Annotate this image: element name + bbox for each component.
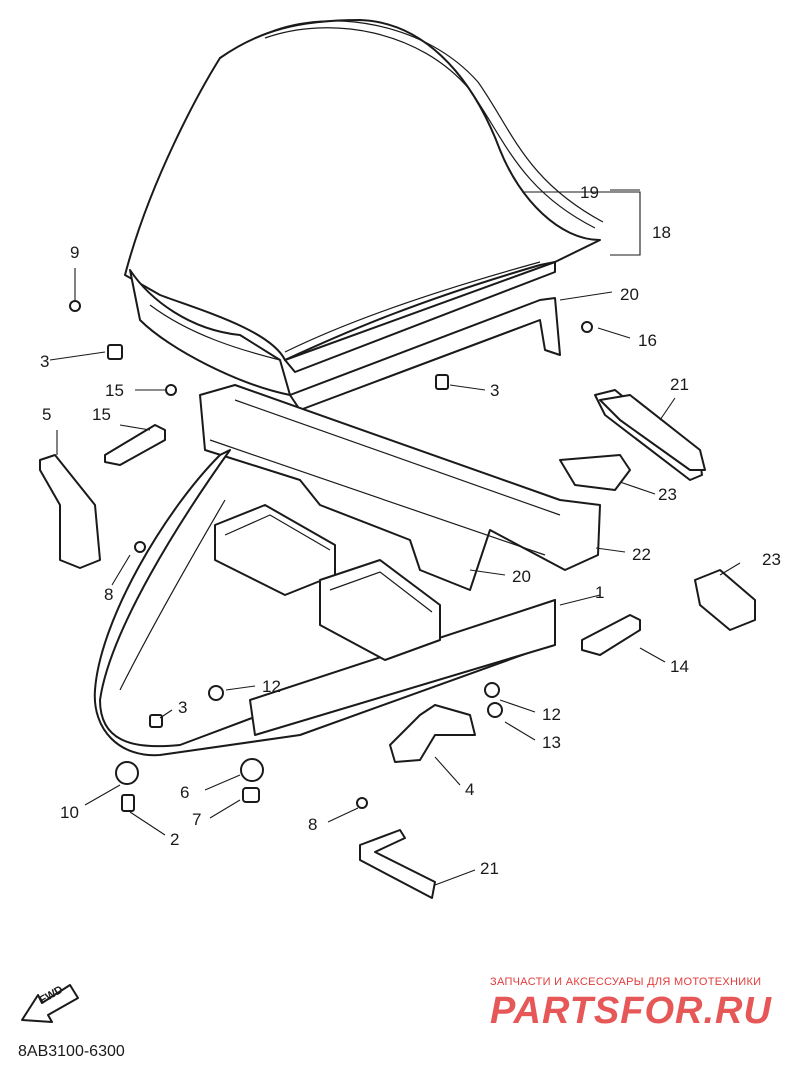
undercowl (93, 449, 556, 757)
callout-11: 12 (542, 705, 561, 724)
callout-9: 9 (70, 243, 79, 262)
leader-lines (49, 189, 741, 886)
callout-12-a: 12 (262, 677, 281, 696)
callout-23-a: 23 (658, 485, 677, 504)
callout-10: 10 (60, 803, 79, 822)
callout-21: 21 (480, 859, 499, 878)
callout-16: 18 (652, 223, 671, 242)
callout-18: 20 (620, 285, 639, 304)
instrument-assembly (214, 504, 441, 661)
callout-3-a: 3 (40, 352, 49, 371)
cowling-frame (129, 269, 291, 396)
watermark-brand: PARTSFOR.RU (490, 990, 772, 1032)
callout-12-b: 13 (542, 733, 561, 752)
callout-1: 1 (595, 583, 604, 602)
fwd-arrow-icon: FWD (21, 984, 79, 1023)
watermark-tagline: ЗАПЧАСТИ И АКСЕССУАРЫ ДЛЯ МОТОТЕХНИКИ (490, 976, 762, 988)
callout-19: 21 (670, 375, 689, 394)
callout-20: 20 (512, 567, 531, 586)
callout-17: 19 (580, 183, 599, 202)
windshield (124, 19, 604, 361)
callout-15-b: 15 (105, 381, 124, 400)
brackets (39, 389, 756, 899)
callout-23-b: 23 (762, 550, 781, 569)
callout-13: 14 (670, 657, 689, 676)
callout-labels: 19 18 20 16 9 3 3 15 15 5 21 23 22 20 23… (40, 183, 781, 878)
inner-panel (284, 261, 561, 411)
callout-4: 4 (465, 780, 474, 799)
callout-8-b: 8 (308, 815, 317, 834)
callout-6: 6 (180, 783, 189, 802)
drawing-code: 8AB3100-6300 (18, 1043, 125, 1060)
callout-3-b: 3 (490, 381, 499, 400)
callout-15-a: 16 (638, 331, 657, 350)
duct-stay (199, 384, 601, 591)
callout-5: 5 (42, 405, 51, 424)
callout-8-a: 8 (104, 585, 113, 604)
callout-3-c: 3 (178, 698, 187, 717)
callout-2: 2 (170, 830, 179, 849)
hardware (69, 300, 593, 812)
callout-7: 7 (192, 810, 201, 829)
callout-14: 15 (92, 405, 111, 424)
callout-22: 22 (632, 545, 651, 564)
